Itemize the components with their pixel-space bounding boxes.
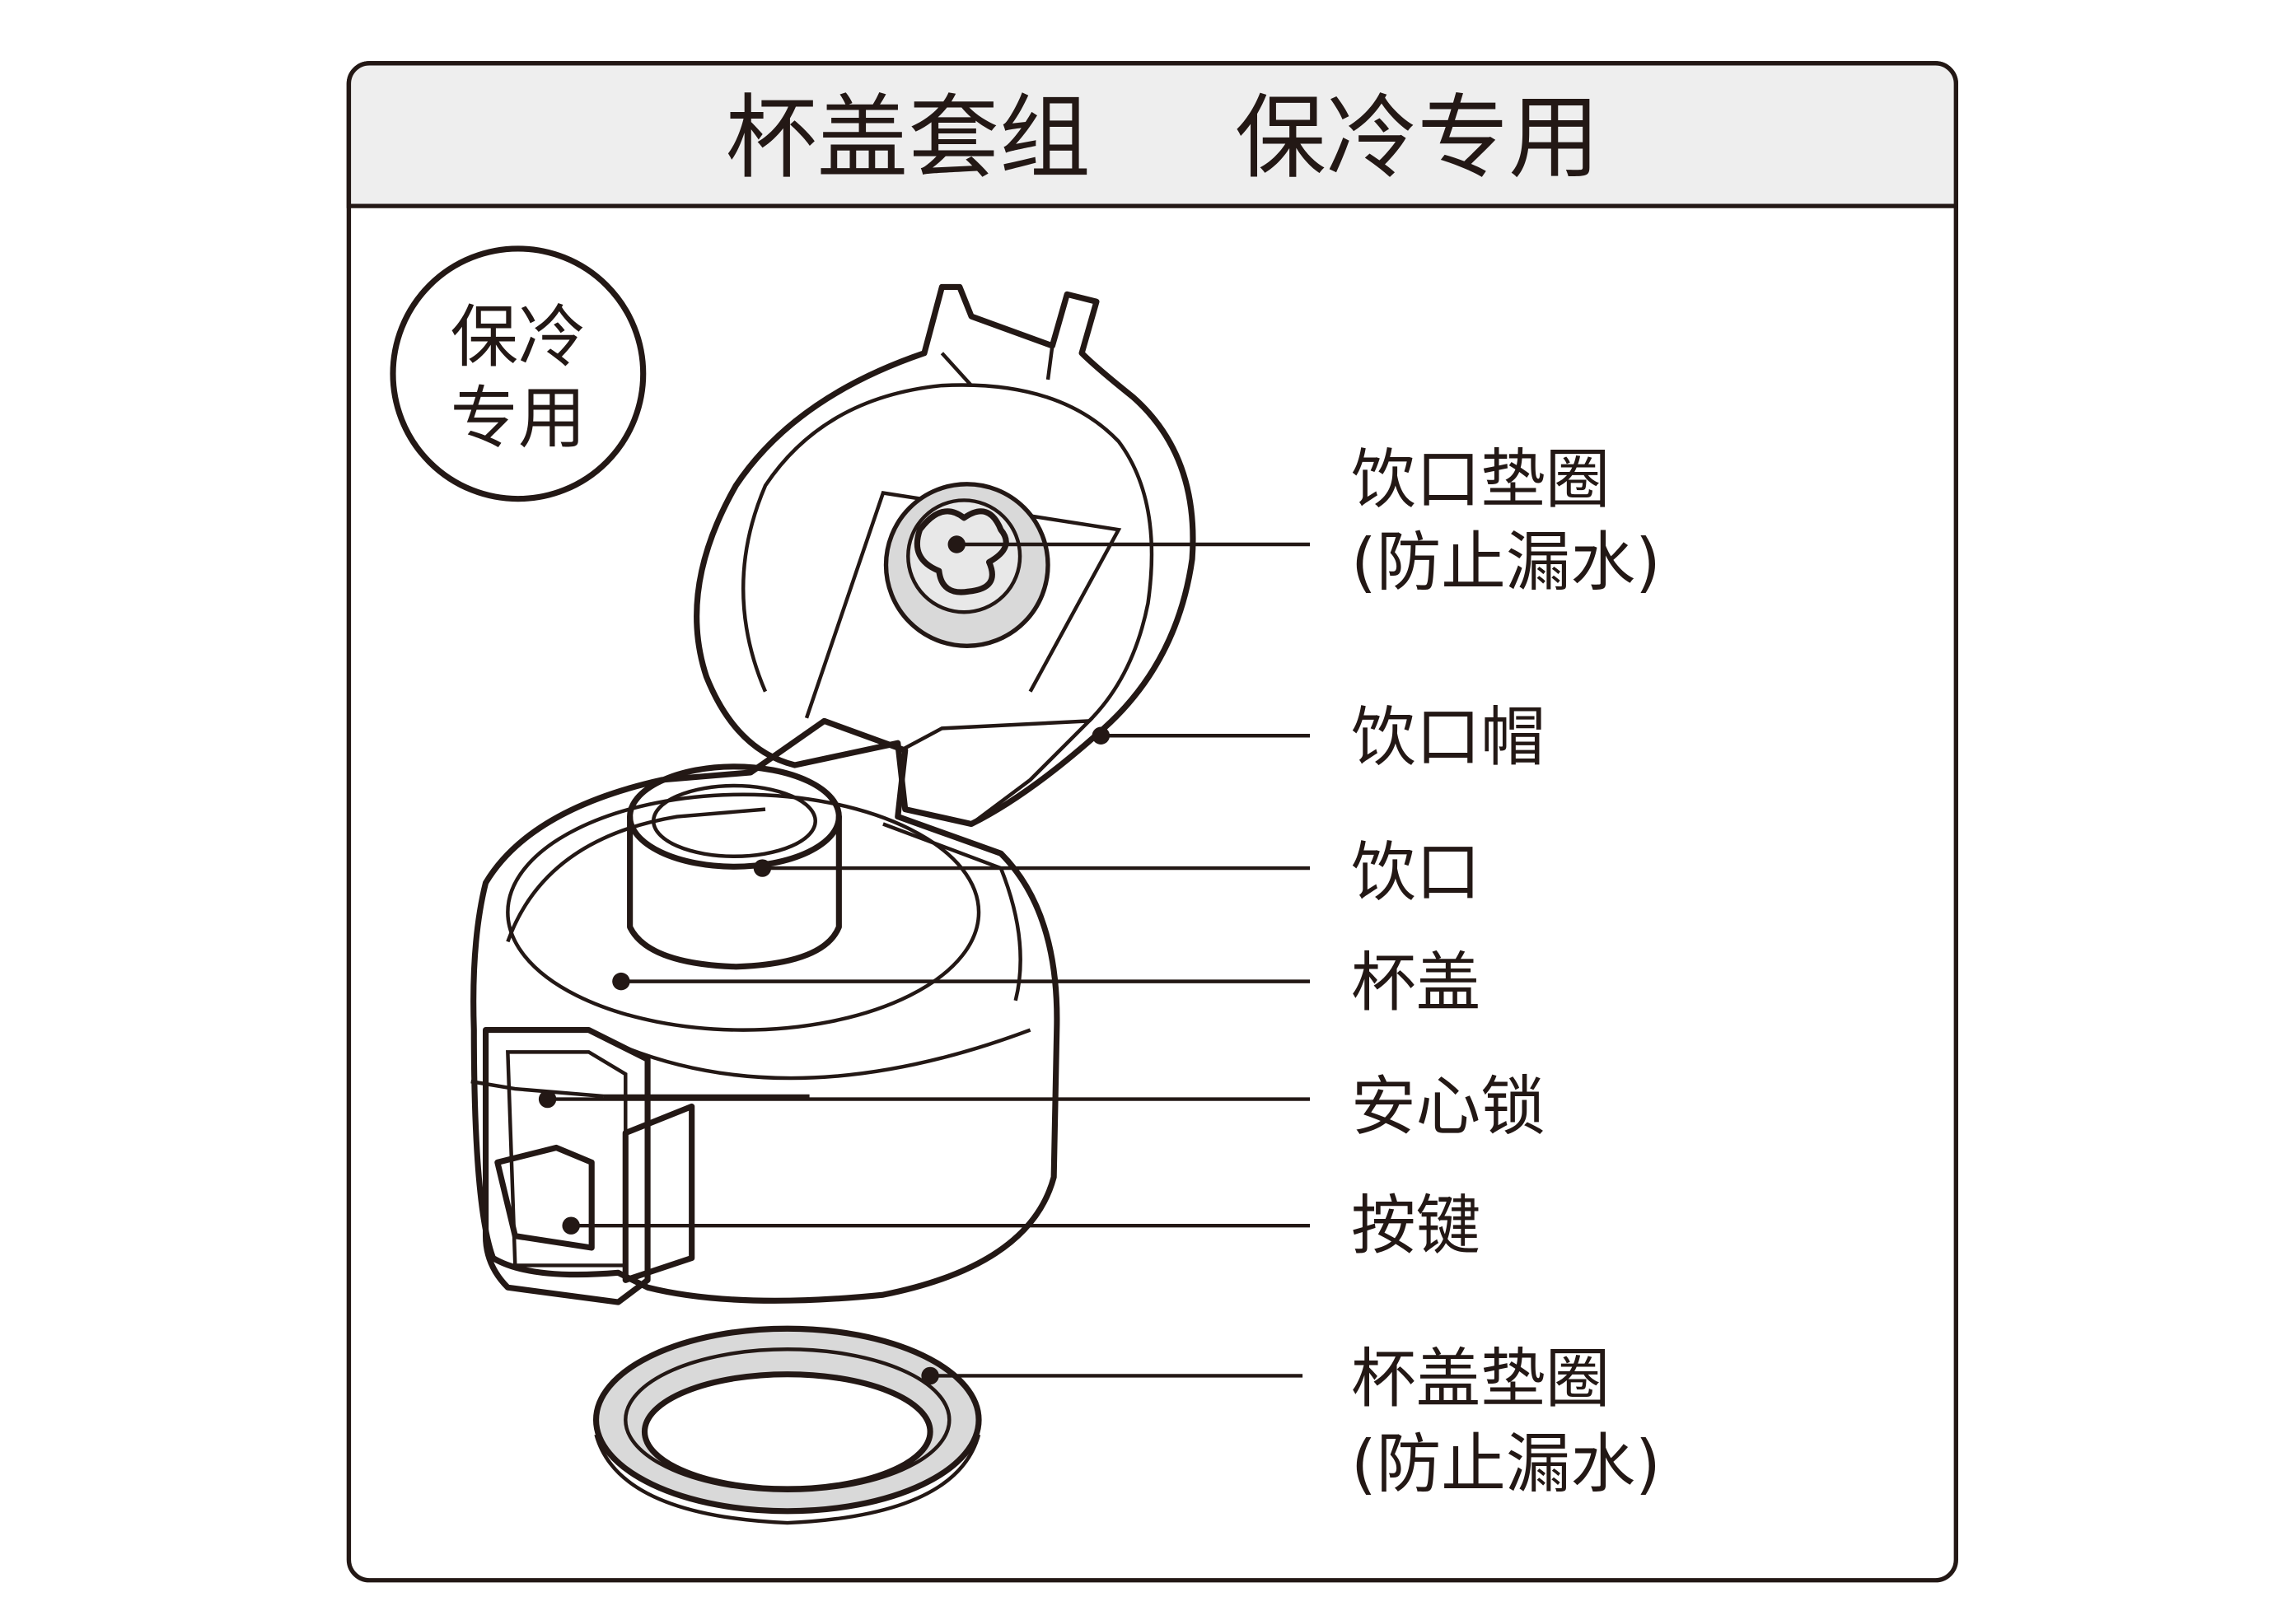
label-lid: 杯盖 — [1351, 945, 1480, 1020]
title-left: 杯盖套组 — [726, 85, 1091, 191]
label-button: 按键 — [1351, 1188, 1480, 1263]
badge-line2: 专用 — [451, 380, 586, 458]
header-bar — [346, 61, 1958, 208]
cold-only-badge — [390, 245, 647, 502]
badge-line1: 保冷 — [451, 299, 586, 377]
title-right: 保冷专用 — [1235, 85, 1600, 191]
lid-illustration — [470, 283, 1196, 1525]
label-lid-gasket-note: (防止漏水) — [1351, 1426, 1661, 1501]
label-spout: 饮口 — [1351, 834, 1480, 910]
label-safety-lock: 安心锁 — [1351, 1068, 1545, 1144]
label-spout-gasket-note: (防止漏水) — [1351, 524, 1661, 600]
label-spout-cap: 饮口帽 — [1351, 699, 1545, 775]
label-lid-gasket: 杯盖垫圈 — [1351, 1341, 1610, 1417]
leader-lines — [538, 535, 1311, 1385]
label-spout-gasket: 饮口垫圈 — [1351, 441, 1610, 517]
